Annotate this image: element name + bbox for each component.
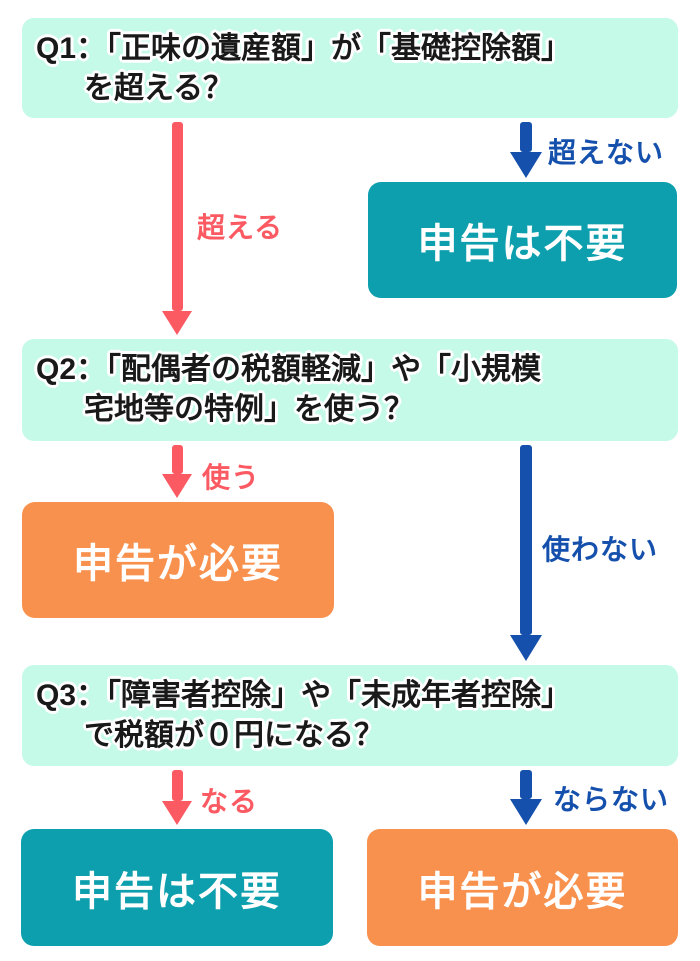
arrow-head — [162, 474, 192, 498]
arrow-shaft — [520, 445, 532, 635]
arrow-shaft — [171, 445, 183, 474]
arrow-down-q1-yes-icon — [162, 122, 192, 335]
arrow-down-q3-yes-icon — [162, 770, 192, 825]
result-label: 申告は不要 — [417, 222, 628, 266]
result-box-q3-no-filing: 申告は不要 — [21, 829, 333, 946]
arrow-head — [510, 799, 542, 825]
q1-line-1: Q1：「正味の遺産額」が「基礎控除額」 — [36, 32, 572, 65]
result-box-q1-no-filing: 申告は不要 — [368, 182, 677, 298]
arrow-head — [162, 801, 192, 825]
result-label: 申告が必要 — [73, 542, 283, 586]
q2-box: Q2：「配偶者の税額軽減」や「小規模 宅地等の特例」を使う？ — [22, 339, 678, 441]
arrow-down-q2-no-icon — [510, 445, 542, 661]
result-box-q2-filing-required: 申告が必要 — [22, 502, 334, 618]
q3-box: Q3：「障害者控除」や「未成年者控除」 で税額が０円になる？ — [22, 665, 678, 766]
q1-line-2: を超える？ — [84, 72, 234, 105]
q1-box: Q1：「正味の遺産額」が「基礎控除額」 を超える？ — [22, 18, 678, 118]
q2-line-1: Q2：「配偶者の税額軽減」や「小規模 — [36, 353, 542, 386]
edge-label-q1-no: 超えない — [548, 137, 665, 168]
edge-label-q2-no: 使わない — [542, 534, 659, 565]
arrow-down-q3-no-icon — [510, 770, 542, 825]
result-label: 申告は不要 — [72, 869, 282, 914]
edge-label-q3-no: ならない — [553, 784, 670, 815]
result-box-q3-filing-required: 申告が必要 — [367, 829, 678, 946]
arrow-head — [510, 635, 542, 661]
edge-label-q3-yes: なる — [200, 786, 259, 817]
arrow-down-q1-no-icon — [510, 122, 542, 178]
arrow-head — [162, 311, 192, 335]
arrow-down-q2-yes-icon — [162, 445, 192, 498]
arrow-shaft — [520, 770, 532, 799]
q3-line-2: で税額が０円になる？ — [84, 719, 384, 752]
edge-label-q2-yes: 使う — [202, 462, 261, 493]
arrow-head — [510, 152, 542, 178]
edge-label-q1-yes: 超える — [197, 212, 284, 243]
result-label: 申告が必要 — [417, 869, 628, 914]
arrow-shaft — [171, 122, 183, 311]
q3-line-1: Q3：「障害者控除」や「未成年者控除」 — [36, 679, 572, 712]
arrow-shaft — [171, 770, 183, 801]
arrow-shaft — [520, 122, 532, 152]
q2-line-2: 宅地等の特例」を使う？ — [84, 393, 414, 426]
